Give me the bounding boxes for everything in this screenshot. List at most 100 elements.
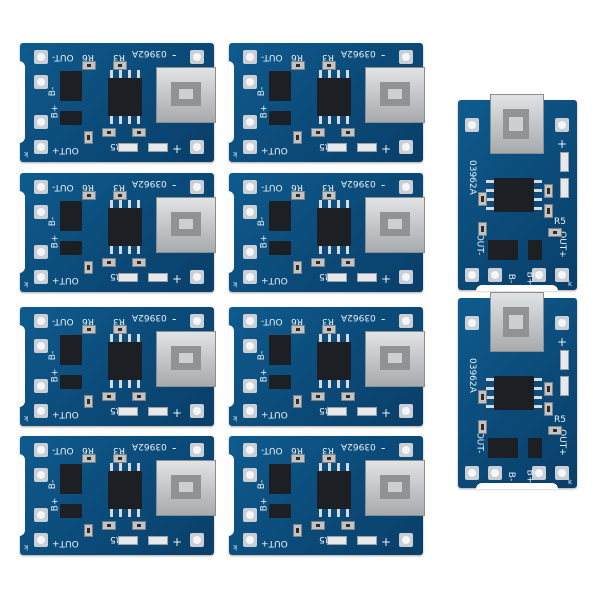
b-minus-pad	[243, 75, 257, 89]
label-k: k	[24, 543, 29, 551]
label-b-minus: B-	[257, 216, 268, 227]
out-plus-pad	[243, 140, 257, 154]
resistor-r1	[311, 521, 325, 530]
resistor-r5	[293, 131, 302, 144]
resistor-r5	[84, 395, 93, 408]
label-part-code: 03962A	[132, 312, 167, 322]
resistor-r6	[291, 325, 305, 334]
board-notch	[19, 454, 25, 536]
led2	[118, 143, 138, 152]
label-k: k	[233, 543, 238, 551]
led2	[560, 178, 569, 198]
label-b-plus: B+	[524, 469, 535, 484]
label-out-minus: OUT-	[52, 52, 74, 62]
label-k: k	[568, 478, 573, 486]
tp4056-chip	[317, 208, 351, 246]
resistor-r3	[113, 191, 127, 200]
mini-usb-connector	[365, 67, 425, 123]
resistor-r2	[132, 258, 146, 267]
board-notch	[476, 285, 558, 291]
label-b-plus: B+	[50, 497, 61, 512]
label-r6: R6	[291, 52, 303, 62]
minus-pad	[465, 118, 479, 132]
resistor-r6	[478, 222, 487, 236]
out-plus-pad	[34, 140, 48, 154]
minus-pad	[399, 314, 413, 328]
label-r3: R3	[113, 316, 125, 326]
label-r6: R6	[82, 182, 94, 192]
label-r6: R6	[82, 52, 94, 62]
led1	[148, 536, 168, 545]
label-r3: R3	[322, 182, 334, 192]
resistor-r1	[544, 204, 553, 218]
resistor-r2	[341, 258, 355, 267]
b-plus-pad	[243, 379, 257, 393]
b-minus-pad	[34, 339, 48, 353]
label-part-code: 03962A	[132, 178, 167, 188]
label-b-minus: B-	[48, 216, 59, 227]
protection-ic	[60, 464, 82, 494]
resistor-r5	[548, 228, 562, 237]
resistor-r5	[548, 426, 562, 435]
led2	[327, 143, 347, 152]
charging-module-board: OUT- R6 R3 03962A B- B+ OUT+ R5 + - k	[19, 307, 216, 426]
resistor-r2	[544, 184, 553, 198]
protection-ic	[269, 464, 291, 494]
plus-pad	[399, 270, 413, 284]
charging-module-board: OUT- R6 R3 03962A B- B+ OUT+ R5 + - k	[19, 173, 216, 292]
label-out-minus: OUT-	[52, 316, 74, 326]
mosfet-u2	[528, 240, 542, 260]
protection-ic	[60, 71, 82, 101]
resistor-r2	[132, 392, 146, 401]
plus-pad	[399, 140, 413, 154]
plus-pad	[190, 404, 204, 418]
plus-pad	[190, 533, 204, 547]
out-minus-pad	[34, 50, 48, 64]
label-b-plus: B+	[50, 104, 61, 119]
board-notch	[228, 61, 234, 143]
label-out-minus: OUT-	[52, 182, 74, 192]
out-plus-pad	[34, 270, 48, 284]
mini-usb-connector	[490, 94, 544, 154]
label-k: k	[568, 280, 573, 288]
out-minus-pad	[243, 50, 257, 64]
label-plus: +	[381, 535, 392, 549]
mini-usb-connector	[490, 292, 544, 352]
resistor-r1	[102, 258, 116, 267]
label-r6: R6	[291, 182, 303, 192]
label-r3: R3	[113, 52, 125, 62]
tp4056-chip	[108, 78, 142, 116]
board-notch	[19, 325, 25, 407]
label-r6: R6	[291, 316, 303, 326]
mosfet-u2	[60, 504, 82, 518]
charging-module-board: OUT- R6 R3 03962A B- B+ OUT+ R5 + - k	[19, 43, 216, 162]
label-k: k	[24, 150, 29, 158]
resistor-r5	[293, 524, 302, 537]
resistor-r6	[82, 325, 96, 334]
out-minus-pad	[34, 180, 48, 194]
plus-pad	[399, 404, 413, 418]
resistor-r1	[311, 128, 325, 137]
board-notch	[476, 483, 558, 489]
label-out-plus: OUT+	[261, 538, 288, 548]
led1	[148, 273, 168, 282]
plus-pad	[555, 316, 569, 330]
label-plus: +	[381, 272, 392, 286]
label-out-minus: OUT-	[474, 431, 485, 454]
resistor-r3	[478, 192, 487, 206]
label-out-minus: OUT-	[261, 182, 283, 192]
led2	[327, 536, 347, 545]
label-part-code: 03962A	[341, 312, 376, 322]
out-minus-pad	[465, 466, 479, 480]
label-part-code: 03962A	[341, 178, 376, 188]
board-notch	[228, 191, 234, 273]
tp4056-chip	[494, 178, 534, 212]
label-plus: +	[172, 142, 183, 156]
label-k: k	[24, 280, 29, 288]
b-minus-pad	[488, 466, 502, 480]
resistor-r3	[113, 61, 127, 70]
led1	[357, 143, 377, 152]
minus-pad	[190, 314, 204, 328]
charging-module-board: OUT- R6 R3 03962A B- B+ OUT+ R5 + - k	[228, 43, 425, 162]
label-plus: +	[557, 335, 568, 349]
